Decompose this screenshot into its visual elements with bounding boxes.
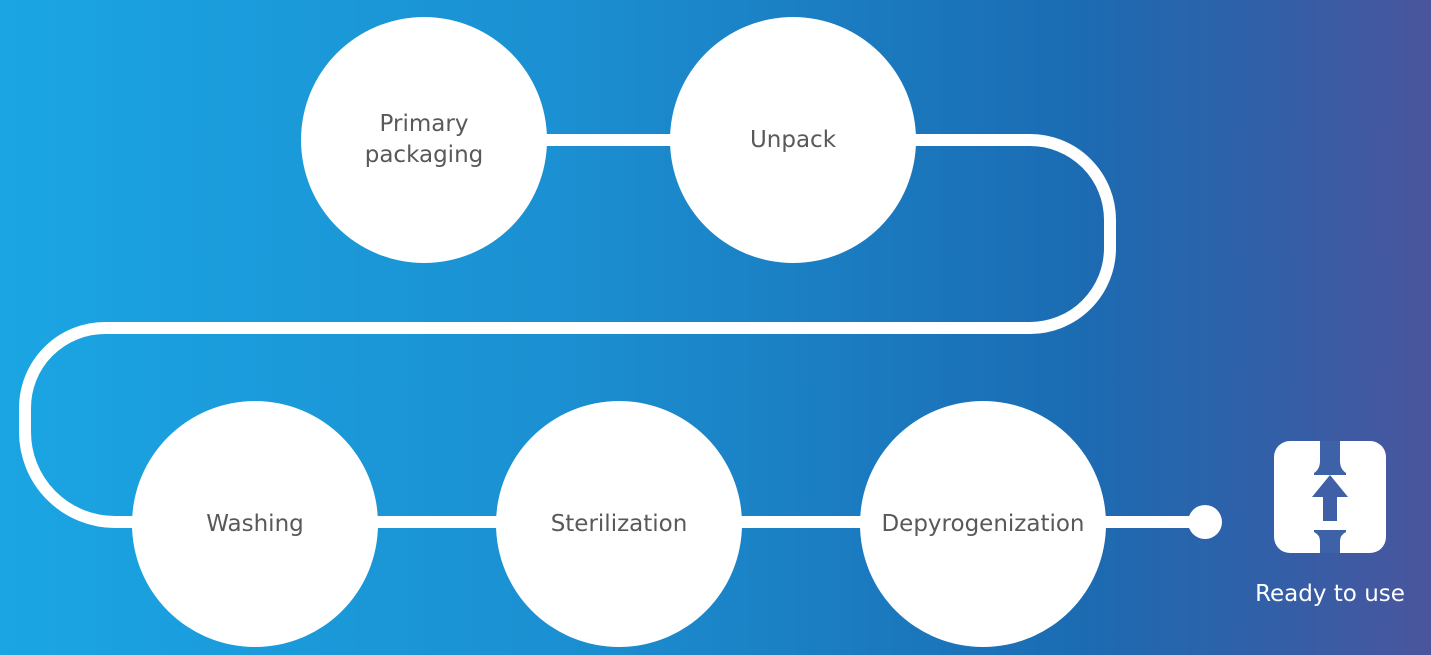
connector-end-dot — [1188, 505, 1222, 539]
step-sterilization: Sterilization — [496, 401, 742, 647]
step-depyrogenization: Depyrogenization — [860, 401, 1106, 647]
step-unpack: Unpack — [670, 17, 916, 263]
step-washing: Washing — [132, 401, 378, 647]
connector-path — [19, 134, 1211, 528]
step-primary-packaging: Primary packaging — [301, 17, 547, 263]
step-label: Unpack — [749, 126, 837, 153]
ready-to-use-label: Ready to use — [1255, 581, 1405, 607]
step-label: Depyrogenization — [881, 510, 1085, 537]
ready-to-use-icon — [1274, 441, 1386, 553]
step-label: Primary packaging — [364, 111, 484, 168]
step-label: Sterilization — [550, 510, 688, 537]
step-label: Washing — [206, 510, 304, 537]
